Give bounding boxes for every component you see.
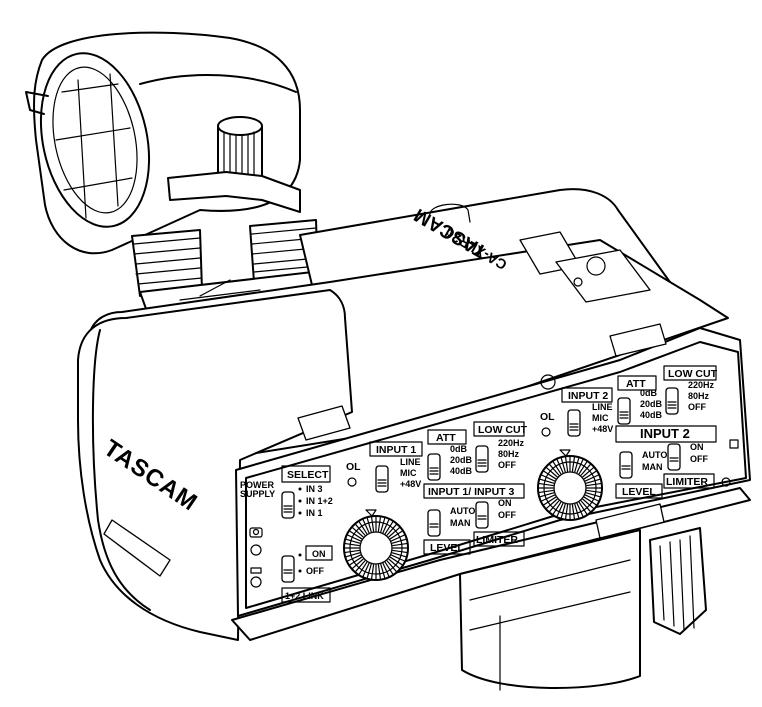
ch2-lowcut-switch[interactable] bbox=[665, 387, 679, 415]
ch2-att-opt-1: 0dB bbox=[640, 388, 658, 398]
camera-icon bbox=[249, 527, 263, 538]
ch2-limiter-switch[interactable] bbox=[667, 443, 681, 471]
ch2-level-opt-1: AUTO bbox=[642, 450, 667, 460]
link-option-off: OFF bbox=[306, 566, 324, 576]
ch2-limiter-title: LIMITER bbox=[666, 476, 708, 488]
ch2-limiter-opt-2: OFF bbox=[690, 454, 708, 464]
mic-holder bbox=[25, 31, 341, 321]
ch1-input-switch[interactable] bbox=[375, 465, 389, 493]
select-switch[interactable] bbox=[281, 491, 295, 519]
ch2-lowcut-opt-1: 220Hz bbox=[688, 380, 715, 390]
select-option-1: IN 3 bbox=[306, 484, 323, 494]
ch1-input-opt-3: +48V bbox=[400, 479, 421, 489]
ch2-att-title: ATT bbox=[626, 378, 646, 390]
ch2-lowcut-opt-3: OFF bbox=[688, 402, 706, 412]
ch2-att-opt-3: 40dB bbox=[640, 410, 663, 420]
ch2-lowcut-opt-2: 80Hz bbox=[688, 391, 710, 401]
ch1-input-opt-1: LINE bbox=[400, 457, 421, 467]
ch1-limiter-opt-1: ON bbox=[498, 498, 512, 508]
ch1-input-opt-2: MIC bbox=[400, 468, 417, 478]
ch1-att-opt-1: 0dB bbox=[450, 444, 468, 454]
ch2-bar-title: INPUT 2 bbox=[640, 426, 690, 441]
ch1-limiter-title: LIMITER bbox=[476, 534, 518, 546]
ch1-level-title: LEVEL bbox=[430, 542, 464, 554]
ch2-level-title: LEVEL bbox=[622, 486, 656, 498]
ch2-ol-led bbox=[541, 427, 551, 437]
select-option-3: IN 1 bbox=[306, 508, 323, 518]
ch1-lowcut-opt-1: 220Hz bbox=[498, 438, 525, 448]
ch2-input-opt-3: +48V bbox=[592, 424, 613, 434]
ch1-lowcut-opt-3: OFF bbox=[498, 460, 516, 470]
ch1-limiter-opt-2: OFF bbox=[498, 510, 516, 520]
ch1-att-opt-3: 40dB bbox=[450, 466, 473, 476]
select-switch-group: SELECT IN 3 IN 1+2 IN 1 bbox=[281, 465, 333, 519]
ch2-input-opt-1: LINE bbox=[592, 402, 613, 412]
ch2-gain-knob[interactable] bbox=[537, 449, 603, 521]
battery-icon bbox=[250, 567, 262, 574]
ch1-level-opt-1: AUTO bbox=[450, 506, 475, 516]
link-option-on: ON bbox=[312, 549, 326, 559]
ch1-att-title: ATT bbox=[436, 432, 456, 444]
ch2-input-opt-2: MIC bbox=[592, 413, 609, 423]
ch1-lowcut-opt-2: 80Hz bbox=[498, 449, 520, 459]
ch2-level-opt-2: MAN bbox=[642, 462, 663, 472]
select-title: SELECT bbox=[287, 469, 329, 481]
ch1-att-switch[interactable] bbox=[427, 453, 441, 481]
ch1-lowcut-switch[interactable] bbox=[475, 445, 489, 473]
ch1-gain-knob[interactable] bbox=[343, 509, 409, 581]
ch2-lowcut-title: LOW CUT bbox=[668, 368, 718, 380]
ch1-att-opt-2: 20dB bbox=[450, 455, 473, 465]
ch2-level-switch[interactable] bbox=[619, 451, 633, 479]
ch1-level-switch[interactable] bbox=[427, 509, 441, 537]
channel-1: OL INPUT 1 LINE MIC +48V ATT 0dB 20dB 40… bbox=[343, 421, 528, 581]
ch2-att-switch[interactable] bbox=[617, 397, 631, 425]
ch1-bar-title: INPUT 1/ INPUT 3 bbox=[428, 486, 515, 498]
ch1-ol-label: OL bbox=[346, 461, 361, 473]
power-led bbox=[250, 544, 262, 556]
ch1-level-opt-2: MAN bbox=[450, 518, 471, 528]
spring-left bbox=[131, 229, 203, 297]
battery-led bbox=[250, 576, 262, 588]
ch1-ol-led bbox=[347, 477, 357, 487]
channel-2: OL INPUT 2 LINE MIC +48V ATT 0dB 20dB 40… bbox=[537, 365, 739, 521]
ch2-input-switch[interactable] bbox=[567, 409, 581, 437]
ch2-att-opt-2: 20dB bbox=[640, 399, 663, 409]
ch2-limiter-opt-1: ON bbox=[690, 442, 704, 452]
ch1-limiter-switch[interactable] bbox=[475, 501, 489, 529]
select-option-2: IN 1+2 bbox=[306, 496, 333, 506]
link-switch-group: ON OFF 1+2 LINK bbox=[281, 545, 333, 603]
ch2-ol-label: OL bbox=[540, 411, 555, 423]
ch1-lowcut-title: LOW CUT bbox=[478, 424, 528, 436]
link-title: 1+2 LINK bbox=[285, 591, 324, 601]
ch2-input-title: INPUT 2 bbox=[568, 390, 608, 402]
ch1-input-title: INPUT 1 bbox=[376, 444, 416, 456]
link-switch[interactable] bbox=[281, 555, 295, 583]
